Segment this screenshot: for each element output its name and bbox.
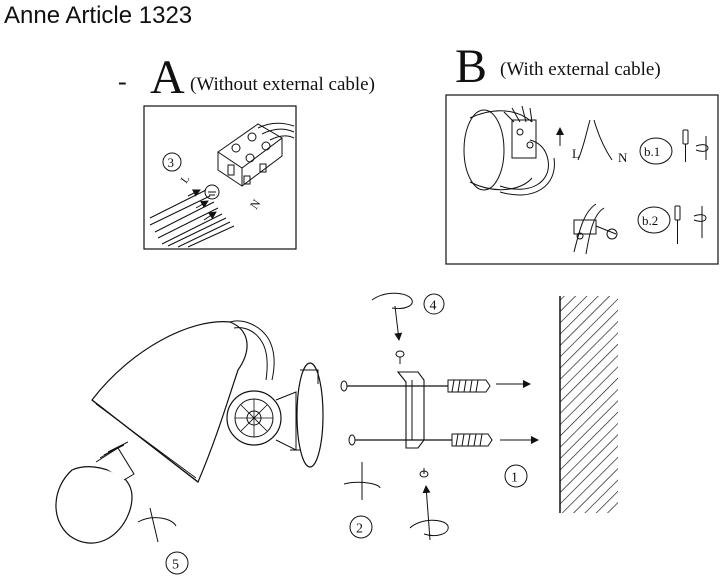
joint-knob: [226, 390, 297, 451]
step-badge: [504, 464, 528, 488]
wall-base-plate: [290, 362, 324, 468]
terminal-block: [217, 123, 283, 187]
step-badge: [349, 515, 373, 539]
section-a-live-label: L: [179, 173, 193, 186]
step-badge: [165, 551, 189, 575]
section-a-letter: A: [150, 51, 185, 104]
rotate-arrow-icon: [693, 214, 707, 222]
light-bulb: [55, 441, 135, 544]
section-b-letter: B: [455, 40, 487, 93]
step-badge: [162, 152, 182, 172]
wall-screw-upper: [340, 379, 491, 393]
screwdriver-icon: [674, 205, 681, 244]
section-b-neutral-label: N: [618, 150, 628, 165]
page-title: Anne Article 1323: [4, 2, 193, 29]
rotate-arrow-icon: [371, 292, 413, 309]
section-a-dash: -: [118, 67, 127, 96]
section-b-panel: L N b.1 b.2: [445, 94, 719, 265]
section-a-panel: 3: [143, 105, 297, 250]
sub-step-b2-label: b.2: [642, 213, 658, 228]
small-screw-bottom: [419, 468, 429, 478]
mounting-bracket: [396, 371, 425, 449]
step-1-label: 1: [511, 471, 518, 486]
section-b-live-label: L: [572, 146, 580, 161]
incoming-wires: [149, 189, 235, 248]
ground-symbol-icon: [204, 184, 220, 200]
small-screw-top: [395, 350, 405, 364]
screwdriver-icon: [682, 129, 689, 162]
step-4-label: 4: [430, 299, 437, 314]
section-a-step: 3: [168, 155, 175, 170]
step-badge: [423, 293, 445, 315]
lamp-shade: [91, 320, 275, 483]
rotate-arrow-icon: [409, 519, 449, 537]
section-b-caption: (With external cable): [500, 59, 661, 80]
step-2-label: 2: [356, 522, 363, 537]
step-5-label: 5: [172, 558, 179, 573]
rotate-arrow-icon: [137, 517, 177, 527]
wall-screw-lower: [348, 433, 493, 447]
section-a-neutral-label: N: [247, 196, 264, 211]
section-a-caption: (Without external cable): [190, 74, 375, 95]
wall: [559, 296, 618, 513]
sub-step-b2-badge: [637, 206, 671, 234]
sub-step-b1-label: b.1: [644, 144, 660, 159]
sub-step-b1-badge: [639, 137, 673, 165]
rotate-arrow-icon: [343, 481, 381, 489]
rotate-arrow-icon: [695, 144, 709, 152]
